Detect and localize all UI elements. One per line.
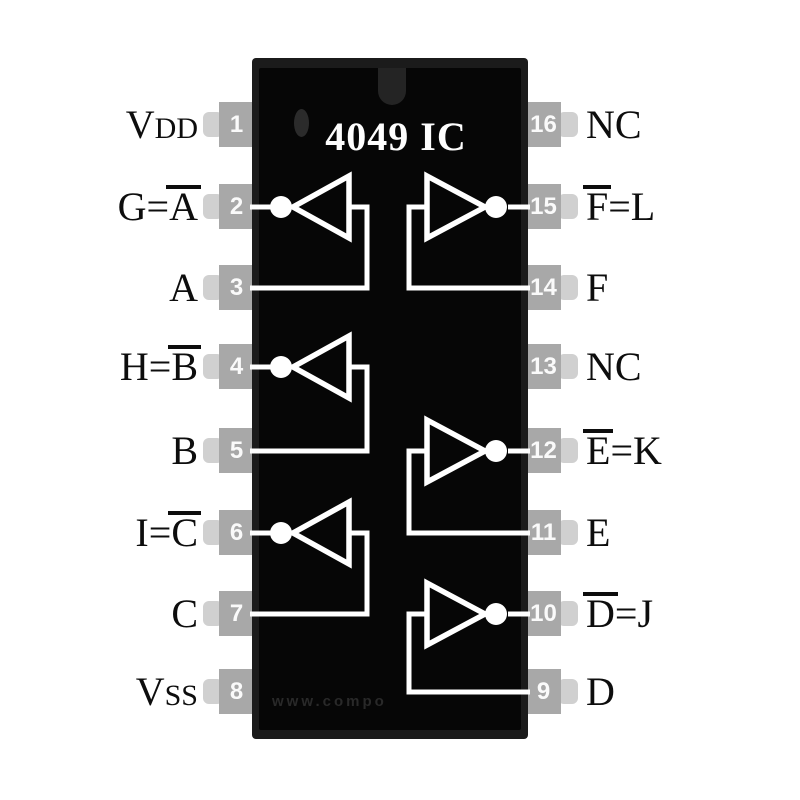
pin-13-stub xyxy=(558,354,578,379)
pin-16-stub xyxy=(558,112,578,137)
pin-11: 11 xyxy=(526,510,578,555)
pin-9: 9 xyxy=(526,669,578,714)
ic-title: 4049 IC xyxy=(325,114,467,159)
pin-16-number: 16 xyxy=(530,110,557,138)
pin-label-e: E xyxy=(586,510,611,555)
pin-15: 15 xyxy=(526,184,578,229)
pin-14-number-block: 14 xyxy=(526,265,561,310)
pin-2-number-block: 2 xyxy=(219,184,254,229)
pin-12: 12 xyxy=(526,428,578,473)
pin-label-not-e-k: E=K xyxy=(582,428,662,473)
pin-12-number-block: 12 xyxy=(526,428,561,473)
pin1-indicator-dimple xyxy=(294,109,309,137)
pin-label-vss: VSS xyxy=(135,669,198,714)
pin-label-f: F xyxy=(586,265,609,310)
pin-7: 7 xyxy=(203,591,254,636)
pin-label-a: A xyxy=(169,265,198,310)
pin-7-stub xyxy=(203,601,223,626)
pin-6-number: 6 xyxy=(229,518,244,546)
pin-11-number-block: 11 xyxy=(526,510,561,555)
pin-6: 6 xyxy=(203,510,254,555)
pin-11-number: 11 xyxy=(530,518,557,546)
pin-10: 10 xyxy=(526,591,578,636)
ic-package-body xyxy=(259,68,521,730)
pin-16-number-block: 16 xyxy=(526,102,561,147)
pin-label-h-not-b: H=B xyxy=(119,344,201,389)
ic-notch xyxy=(378,68,406,105)
pin-1-stub xyxy=(203,112,223,137)
pin-label-nc-16: NC xyxy=(586,102,642,147)
pin-12-stub xyxy=(558,438,578,463)
pin-5-stub xyxy=(203,438,223,463)
pin-13-number-block: 13 xyxy=(526,344,561,389)
pin-3-number: 3 xyxy=(229,273,244,301)
pin-label-d: D xyxy=(586,669,615,714)
pin-10-number-block: 10 xyxy=(526,591,561,636)
pin-label-not-f-l: F=L xyxy=(582,184,656,229)
pin-label-vdd: VDD xyxy=(125,102,198,147)
pin-label-nc-13: NC xyxy=(586,344,642,389)
pin-14: 14 xyxy=(526,265,578,310)
pin-5-number-block: 5 xyxy=(219,428,254,473)
watermark-text: www.compo xyxy=(272,693,387,710)
pin-label-c: C xyxy=(171,591,198,636)
pin-4-number: 4 xyxy=(229,352,244,380)
pin-14-number: 14 xyxy=(530,273,557,301)
pin-8-stub xyxy=(203,679,223,704)
pin-label-not-d-j: D=J xyxy=(583,591,654,636)
pin-8-number-block: 8 xyxy=(219,669,254,714)
pin-6-number-block: 6 xyxy=(219,510,254,555)
pin-13: 13 xyxy=(526,344,578,389)
pin-12-number: 12 xyxy=(530,436,557,464)
pin-label-b: B xyxy=(171,428,198,473)
pin-8: 8 xyxy=(203,669,254,714)
pin-11-stub xyxy=(558,520,578,545)
pin-6-stub xyxy=(203,520,223,545)
pin-3-number-block: 3 xyxy=(219,265,254,310)
pin-label-i-not-c: I=C xyxy=(135,510,201,555)
pin-9-number: 9 xyxy=(536,677,551,705)
pin-10-stub xyxy=(558,601,578,626)
pin-16: 16 xyxy=(526,102,578,147)
pin-1-number: 1 xyxy=(229,110,244,138)
pin-10-number: 10 xyxy=(530,599,557,627)
pin-4: 4 xyxy=(203,344,254,389)
pin-7-number: 7 xyxy=(229,599,244,627)
pin-9-number-block: 9 xyxy=(526,669,561,714)
pin-14-stub xyxy=(558,275,578,300)
pin-7-number-block: 7 xyxy=(219,591,254,636)
pin-15-stub xyxy=(558,194,578,219)
pin-label-g-not-a: G=A xyxy=(117,184,201,229)
pin-8-number: 8 xyxy=(229,677,244,705)
pin-1: 1 xyxy=(203,102,254,147)
pin-5: 5 xyxy=(203,428,254,473)
pin-9-stub xyxy=(558,679,578,704)
pin-1-number-block: 1 xyxy=(219,102,254,147)
pin-4-number-block: 4 xyxy=(219,344,254,389)
pin-4-stub xyxy=(203,354,223,379)
pin-15-number: 15 xyxy=(530,192,557,220)
pin-3-stub xyxy=(203,275,223,300)
pin-2: 2 xyxy=(203,184,254,229)
pin-5-number: 5 xyxy=(229,436,244,464)
pin-2-stub xyxy=(203,194,223,219)
pin-3: 3 xyxy=(203,265,254,310)
pin-15-number-block: 15 xyxy=(526,184,561,229)
pin-2-number: 2 xyxy=(229,192,244,220)
pin-13-number: 13 xyxy=(530,352,557,380)
